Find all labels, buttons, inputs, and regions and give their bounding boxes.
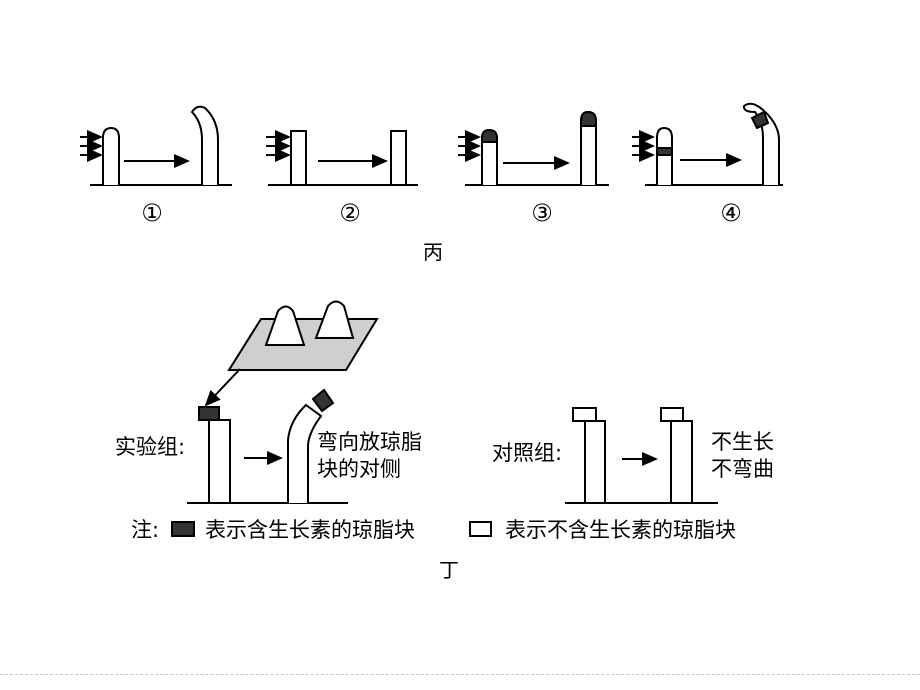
light-arrows <box>80 130 103 162</box>
legend-swatch-without-auxin <box>469 521 492 537</box>
panel-ding-caption: 丁 <box>439 558 459 582</box>
control-result-line2: 不弯曲 <box>711 457 774 481</box>
decapitated-coleoptile-result <box>390 130 407 186</box>
legend-swatch-with-auxin <box>171 521 195 537</box>
light-arrows <box>632 130 655 162</box>
opaque-band-result <box>750 110 770 130</box>
slide-footer-divider <box>0 674 920 675</box>
opaque-cap-result <box>580 110 597 127</box>
curved-coleoptile <box>287 403 323 503</box>
experiment-4-number: ④ <box>720 199 742 227</box>
experiment-group-label: 实验组: <box>115 435 185 459</box>
plain-agar-block-result <box>660 407 684 422</box>
curved-coleoptile <box>190 105 219 185</box>
auxin-agar-block <box>198 406 220 421</box>
decapitated-coleoptile <box>584 420 606 504</box>
experiment-2 <box>266 130 418 186</box>
experiment-result-line1: 弯向放琼脂 <box>317 430 422 454</box>
decapitated-coleoptile-result <box>670 420 693 504</box>
experiment-1 <box>80 105 232 186</box>
panel-bing <box>80 102 783 186</box>
panel-bing-labels: ① ② ③ ④ 丙 <box>141 199 742 264</box>
experiment-4 <box>632 102 783 186</box>
control-result-line1: 不生长 <box>711 430 774 454</box>
control-group <box>565 407 718 504</box>
control-group-label: 对照组: <box>492 441 562 465</box>
experiment-3-number: ③ <box>531 199 553 227</box>
transfer-arrow <box>204 368 241 407</box>
experiment-group <box>187 388 348 504</box>
coleoptile-tip-1 <box>264 305 306 346</box>
decapitated-coleoptile <box>208 419 231 504</box>
opaque-cap <box>481 128 498 143</box>
coleoptile <box>656 126 673 185</box>
agar-plate-setup <box>204 300 379 407</box>
note-prefix: 注: <box>131 518 159 542</box>
light-arrows <box>458 130 481 162</box>
decapitated-coleoptile <box>290 130 307 186</box>
coleoptile-tip-2 <box>314 300 355 339</box>
experiment-2-number: ② <box>339 199 361 227</box>
panel-bing-caption: 丙 <box>423 240 443 264</box>
coleoptile <box>102 126 120 185</box>
plain-agar-block <box>572 407 597 422</box>
note-with-auxin: 表示含生长素的琼脂块 <box>205 518 415 542</box>
opaque-band <box>656 147 673 156</box>
auxin-agar-block-on-tip <box>311 388 335 413</box>
panel-ding <box>171 300 718 537</box>
experiment-result-line2: 块的对侧 <box>317 457 401 481</box>
panel-ding-labels: 实验组: 弯向放琼脂 块的对侧 对照组: 不生长 不弯曲 注: 表示含生长素的琼… <box>115 430 774 582</box>
experiment-3 <box>458 110 609 186</box>
light-arrows <box>266 130 291 162</box>
note-without-auxin: 表示不含生长素的琼脂块 <box>505 518 736 542</box>
experiment-1-number: ① <box>141 199 163 227</box>
